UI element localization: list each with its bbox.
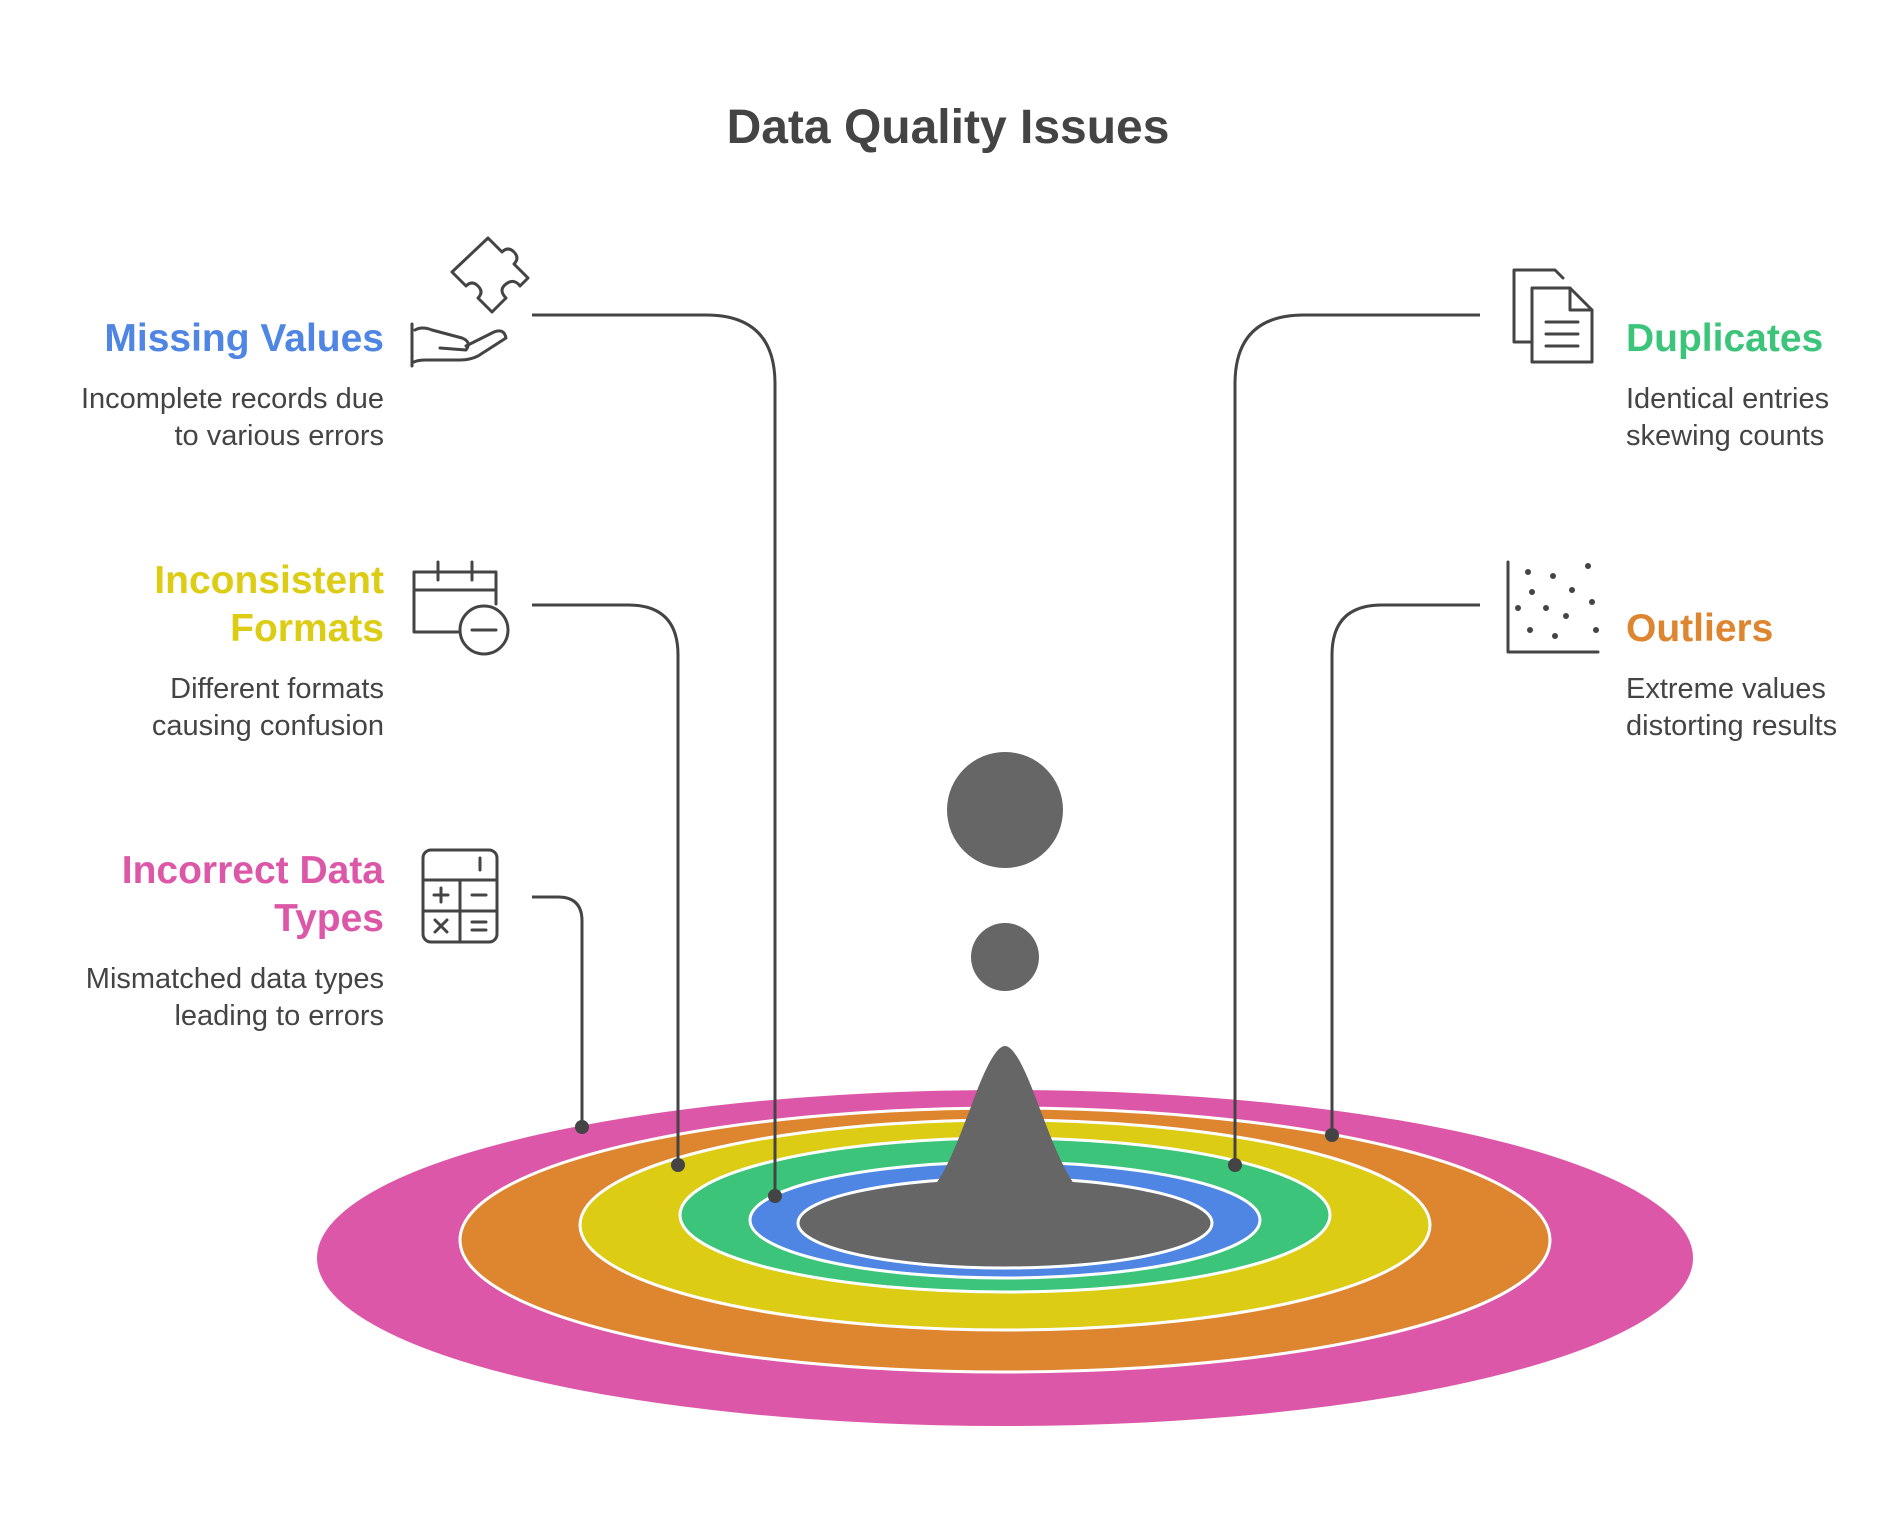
droplet-large (947, 752, 1063, 868)
desc-inconsistent-formats: Different formats causing confusion (0, 671, 384, 745)
connector-inconsistent-formats (532, 603, 680, 1165)
connector-dot-incorrect-data-types (575, 1120, 589, 1134)
desc-incorrect-data-types-line2: leading to errors (174, 1000, 384, 1032)
copy-documents-icon (1512, 268, 1594, 364)
connector-outliers (1330, 603, 1480, 1135)
heading-missing-values: Missing Values (104, 317, 384, 360)
splash-peak (880, 1046, 1130, 1222)
item-inconsistent-formats: Inconsistent Formats Different formats c… (0, 557, 384, 745)
calculator-icon (421, 848, 499, 944)
heading-incorrect-data-types-line1: Incorrect Data (121, 849, 384, 892)
heading-outliers: Outliers (1626, 607, 1774, 650)
heading-inconsistent-formats-line2: Formats (230, 607, 384, 650)
heading-incorrect-data-types-line2: Types (274, 897, 384, 940)
calendar-minus-icon (412, 560, 510, 656)
droplet-small (971, 923, 1039, 991)
connector-dot-duplicates (1228, 1158, 1242, 1172)
desc-duplicates-line1: Identical entries (1626, 383, 1830, 415)
item-incorrect-data-types: Incorrect Data Types Mismatched data typ… (0, 847, 384, 1035)
desc-missing-values-line1: Incomplete records due (80, 383, 384, 415)
item-outliers: Outliers Extreme values distorting resul… (1626, 605, 1886, 745)
connector-missing-values (532, 313, 777, 1196)
desc-outliers: Extreme values distorting results (1626, 671, 1886, 745)
connector-dot-inconsistent-formats (671, 1158, 685, 1172)
desc-incorrect-data-types-line1: Mismatched data types (85, 963, 384, 995)
connector-dot-outliers (1325, 1128, 1339, 1142)
item-duplicates: Duplicates Identical entries skewing cou… (1626, 315, 1896, 455)
desc-duplicates-line2: skewing counts (1626, 420, 1825, 452)
desc-incorrect-data-types: Mismatched data types leading to errors (0, 961, 384, 1035)
desc-inconsistent-formats-line1: Different formats (170, 673, 384, 705)
heading-duplicates: Duplicates (1626, 317, 1824, 360)
desc-missing-values: Incomplete records due to various errors (0, 381, 384, 455)
heading-incorrect-data-types: Incorrect Data Types (0, 847, 384, 943)
connector-dot-missing-values (768, 1189, 782, 1203)
desc-duplicates: Identical entries skewing counts (1626, 381, 1896, 455)
scatter-plot-dots (1515, 563, 1599, 639)
desc-inconsistent-formats-line2: causing confusion (151, 710, 384, 742)
heading-inconsistent-formats: Inconsistent Formats (0, 557, 384, 653)
desc-outliers-line2: distorting results (1626, 710, 1838, 742)
desc-outliers-line1: Extreme values (1626, 673, 1826, 705)
connector-incorrect-data-types (532, 895, 584, 1127)
heading-inconsistent-formats-line1: Inconsistent (154, 559, 384, 602)
connector-duplicates (1233, 313, 1480, 1165)
desc-missing-values-line2: to various errors (174, 420, 384, 452)
page-title: Data Quality Issues (726, 101, 1170, 154)
scatter-plot-icon (1506, 560, 1600, 654)
item-missing-values: Missing Values Incomplete records due to… (0, 315, 384, 455)
hand-puzzle-icon (410, 236, 530, 368)
